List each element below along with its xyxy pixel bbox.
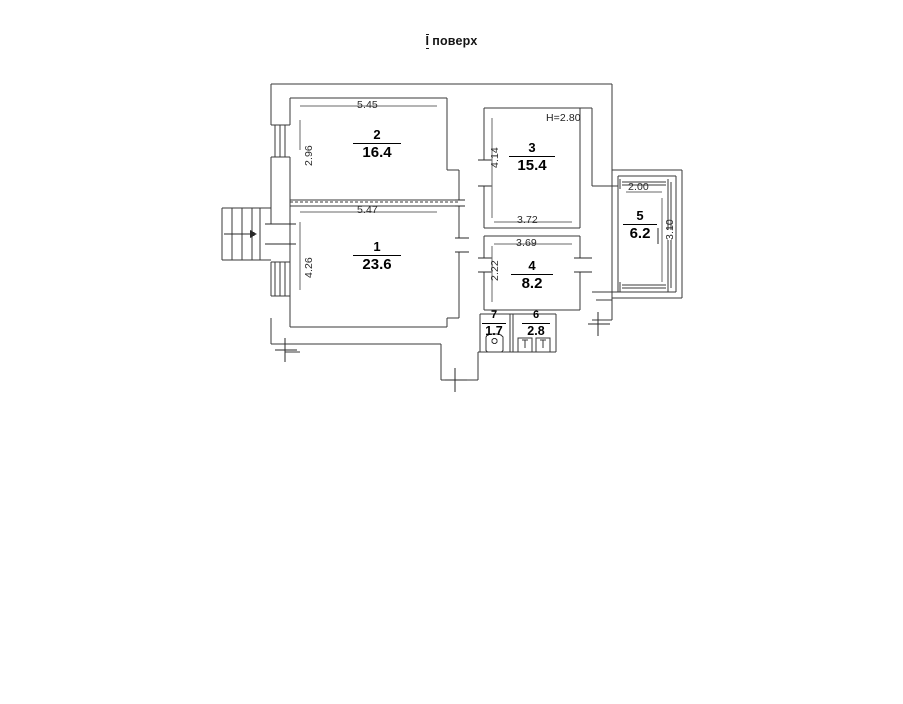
room-4-outline: [483, 235, 581, 311]
door-openings: [265, 159, 592, 273]
room-5-balcony-outline: [611, 169, 683, 300]
corridor-walls: [284, 343, 489, 381]
room-2-outline: [290, 97, 460, 203]
room-area-3: 15.4: [517, 156, 547, 174]
room-label-rule: [482, 322, 506, 324]
dimension-room5-top: 2.00: [628, 181, 649, 193]
page-title-label: поверх: [432, 34, 478, 48]
room-3-outline: [483, 107, 581, 229]
room-label-1: 1 23.6: [347, 240, 407, 272]
window-left-lower: [271, 261, 290, 297]
room-label-rule: [509, 155, 555, 157]
dimension-lines: [299, 105, 663, 302]
ceiling-height-note: H=2.80: [546, 112, 581, 124]
room-area-5: 6.2: [629, 224, 651, 242]
bath-fixture-icons: [517, 337, 551, 353]
room-number-2: 2: [373, 127, 381, 142]
toilet-fixture-icon: [485, 333, 504, 353]
room-label-6: 6 2.8: [516, 309, 556, 338]
dimension-room1-left: 4.26: [303, 257, 315, 278]
dimension-room1-top: 5.47: [357, 204, 378, 216]
outer-envelope-outline: [270, 83, 613, 345]
balcony-connection: [592, 185, 618, 301]
room-number-6: 6: [532, 309, 540, 321]
room-label-7: 7 1.7: [478, 309, 510, 338]
room-number-4: 4: [528, 258, 536, 273]
room-label-rule: [353, 254, 401, 256]
dimension-room4-left: 2.22: [489, 260, 501, 281]
room-area-2: 16.4: [362, 143, 392, 161]
room-area-6: 2.8: [527, 323, 545, 338]
room-number-5: 5: [636, 208, 644, 223]
room-area-1: 23.6: [362, 255, 392, 273]
room-label-2: 2 16.4: [347, 128, 407, 160]
dimension-room4-top: 3.69: [516, 237, 537, 249]
dimension-room5-right: 3.10: [664, 219, 676, 240]
room-label-rule: [353, 142, 401, 144]
dimension-room2-top: 5.45: [357, 99, 378, 111]
dimension-room2-left: 2.96: [303, 145, 315, 166]
room-label-3: 3 15.4: [503, 141, 561, 173]
room-number-1: 1: [373, 239, 381, 254]
inner-wall-faces: [289, 97, 601, 327]
room-area-4: 8.2: [521, 274, 543, 292]
entrance-arrow-icon: [224, 230, 257, 238]
room-label-rule: [623, 223, 657, 225]
room-number-3: 3: [528, 140, 536, 155]
room-label-5: 5 6.2: [618, 209, 662, 241]
dimension-room3-bottom: 3.72: [517, 214, 538, 226]
dimension-room3-left: 4.14: [489, 147, 501, 168]
room-number-7: 7: [490, 309, 498, 321]
room-area-7: 1.7: [485, 323, 503, 338]
room-label-4: 4 8.2: [503, 259, 561, 291]
measure-ticks: [275, 228, 659, 392]
room-1-outline: [289, 205, 460, 328]
window-left-upper: [271, 124, 290, 158]
page-title-floor-numeral: I: [425, 34, 430, 49]
room-label-rule: [511, 273, 553, 275]
room-label-rule: [522, 322, 550, 324]
